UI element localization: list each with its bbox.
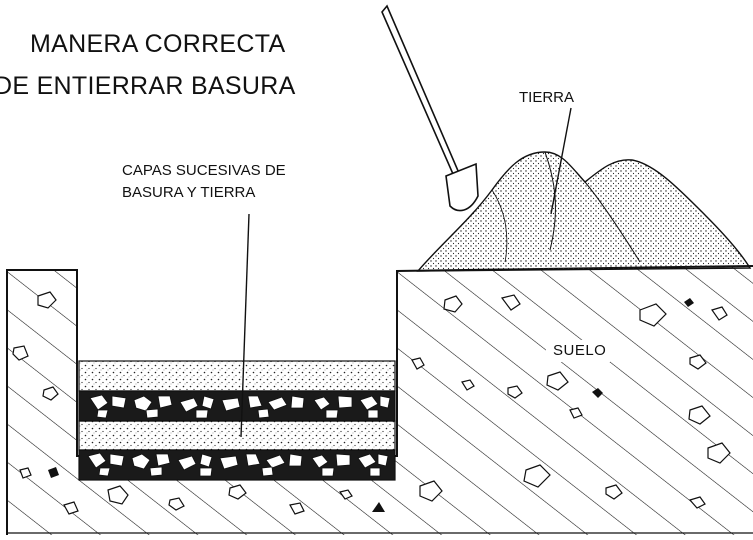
soil-stones [48,298,694,512]
capas-leader-line [240,213,250,438]
title-line-1: MANERA CORRECTA [30,30,286,58]
earth-mound [416,107,752,272]
soil-pebbles [12,291,731,515]
label-capas-line-1: CAPAS SUCESIVAS DE [122,162,286,179]
tierra-leader-line [550,107,572,215]
label-suelo: SUELO [553,342,607,359]
label-tierra: TIERRA [519,89,575,106]
title-line-2: DE ENTIERRAR BASURA [0,72,296,100]
soil-layer-top [78,360,396,392]
label-capas-line-2: BASURA Y TIERRA [122,184,256,201]
trench-layers [78,360,396,481]
garbage-fragments [87,394,391,477]
soil-layer-middle [78,420,396,451]
shovel [381,4,479,212]
